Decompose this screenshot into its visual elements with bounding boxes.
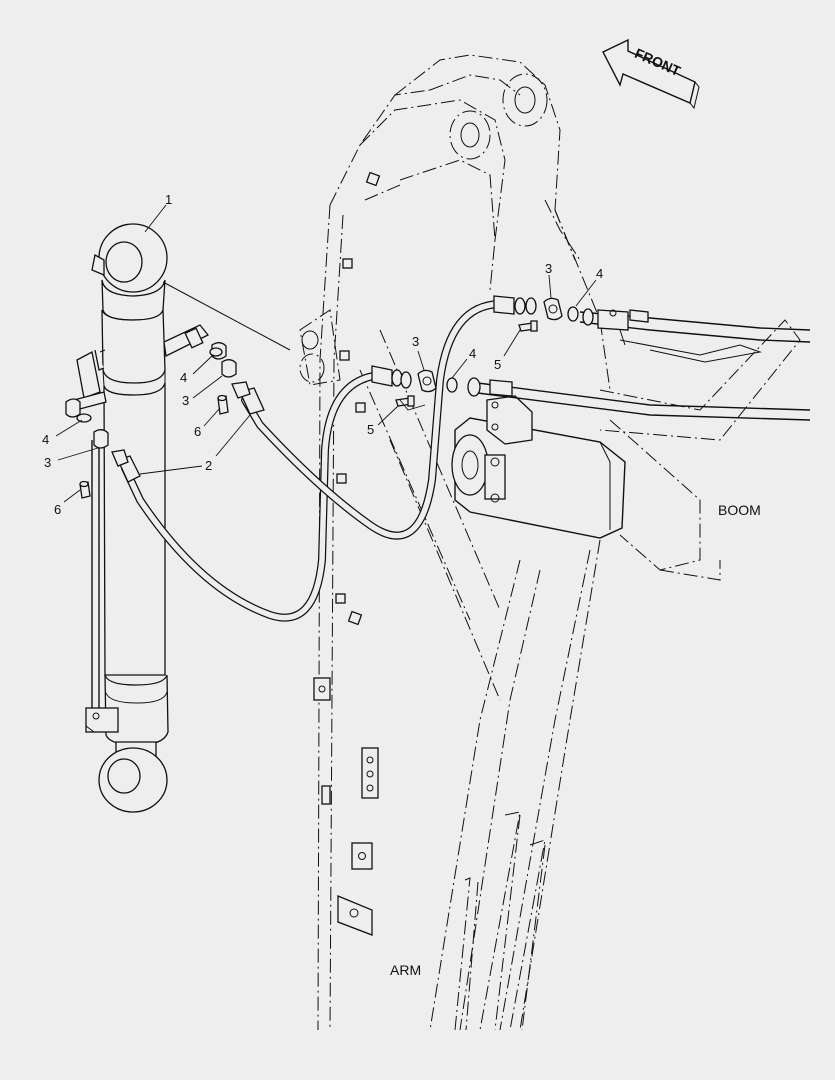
arm-clip-brackets (313, 171, 381, 936)
callout-5-right: 5 (494, 357, 501, 372)
boom-label: BOOM (718, 502, 761, 518)
callout-4-mid: 4 (469, 346, 476, 361)
front-label: FRONT (632, 45, 683, 79)
callout-6-left-upper: 6 (194, 424, 201, 439)
callout-3-right: 3 (545, 261, 552, 276)
hose-assemblies (111, 295, 526, 622)
callout-1: 1 (165, 192, 172, 207)
hydraulic-cylinder (73, 223, 210, 813)
arm-label: ARM (390, 962, 421, 978)
front-arrow: FRONT (602, 38, 700, 110)
callout-numbers: 1 2 4 3 6 4 3 6 3 4 5 3 4 5 (42, 192, 603, 517)
boom-pipes (467, 308, 811, 421)
callout-4-left-lower: 4 (42, 432, 49, 447)
flange-fittings (65, 297, 579, 499)
callout-4-right: 4 (596, 266, 603, 281)
callout-4-left-upper: 4 (180, 370, 187, 385)
callout-3-mid: 3 (412, 334, 419, 349)
callout-5-mid: 5 (367, 422, 374, 437)
callout-3-left-lower: 3 (44, 455, 51, 470)
cylinder-center-line (162, 281, 291, 351)
arm-structure (299, 54, 611, 1031)
callout-3-left-upper: 3 (182, 393, 189, 408)
callout-6-left-lower: 6 (54, 502, 61, 517)
leader-lines (55, 204, 597, 503)
callout-2: 2 (205, 458, 212, 473)
boom-pivot (451, 319, 801, 581)
